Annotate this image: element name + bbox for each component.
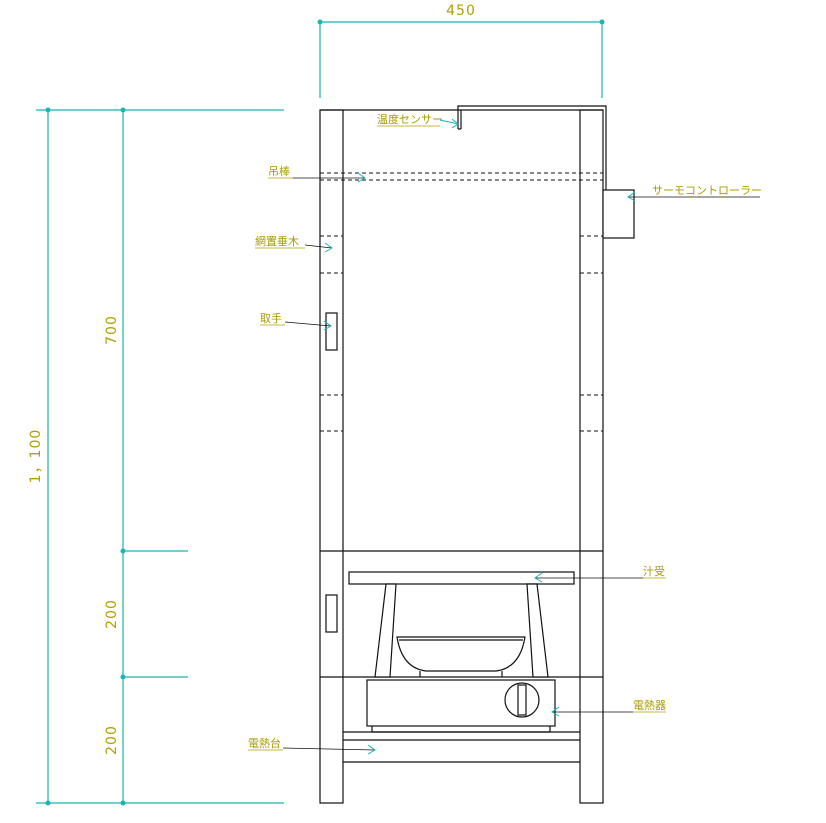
upper-height-dimension-text: 700 [104,315,120,345]
heater-stand [343,731,580,763]
label-hanging-bar: 吊棒 [268,164,366,183]
upper-door-handle [325,312,338,351]
width-dimension-text: 450 [446,3,476,19]
label-net-rail: 網置垂木 [255,234,333,253]
lower-height-dimension-text: 200 [104,725,120,755]
hanging-bar-label: 吊棒 [268,164,290,178]
middle-door-handle [325,594,338,633]
dimension-lines [36,19,605,806]
drip-tray-label: 汁受 [643,565,665,578]
label-drip-tray: 汁受 [534,565,666,583]
cabinet-frame [319,109,604,804]
label-heater-stand: 電熱台 [248,736,376,755]
temp-sensor-label: 温度センサー [377,112,443,126]
temperature-sensor [457,105,607,190]
total-height-dimension-text: 1，100 [28,429,44,484]
thermo-controller-label: サーモコントローラー [652,184,762,197]
net-rails [320,235,603,432]
label-temp-sensor: 温度センサー [377,112,459,129]
label-handle: 取手 [260,311,332,331]
label-thermo-controller: サーモコントローラー [627,184,762,202]
label-heater: 電熱器 [551,699,666,717]
handle-label: 取手 [260,311,282,325]
heater-label: 電熱器 [633,699,666,712]
drip-tray-assembly [348,571,575,678]
heater-unit [366,679,556,733]
net-rail-label: 網置垂木 [255,234,299,248]
middle-height-dimension-text: 200 [104,599,120,629]
heater-stand-label: 電熱台 [248,736,281,750]
hanging-bar [320,172,603,181]
